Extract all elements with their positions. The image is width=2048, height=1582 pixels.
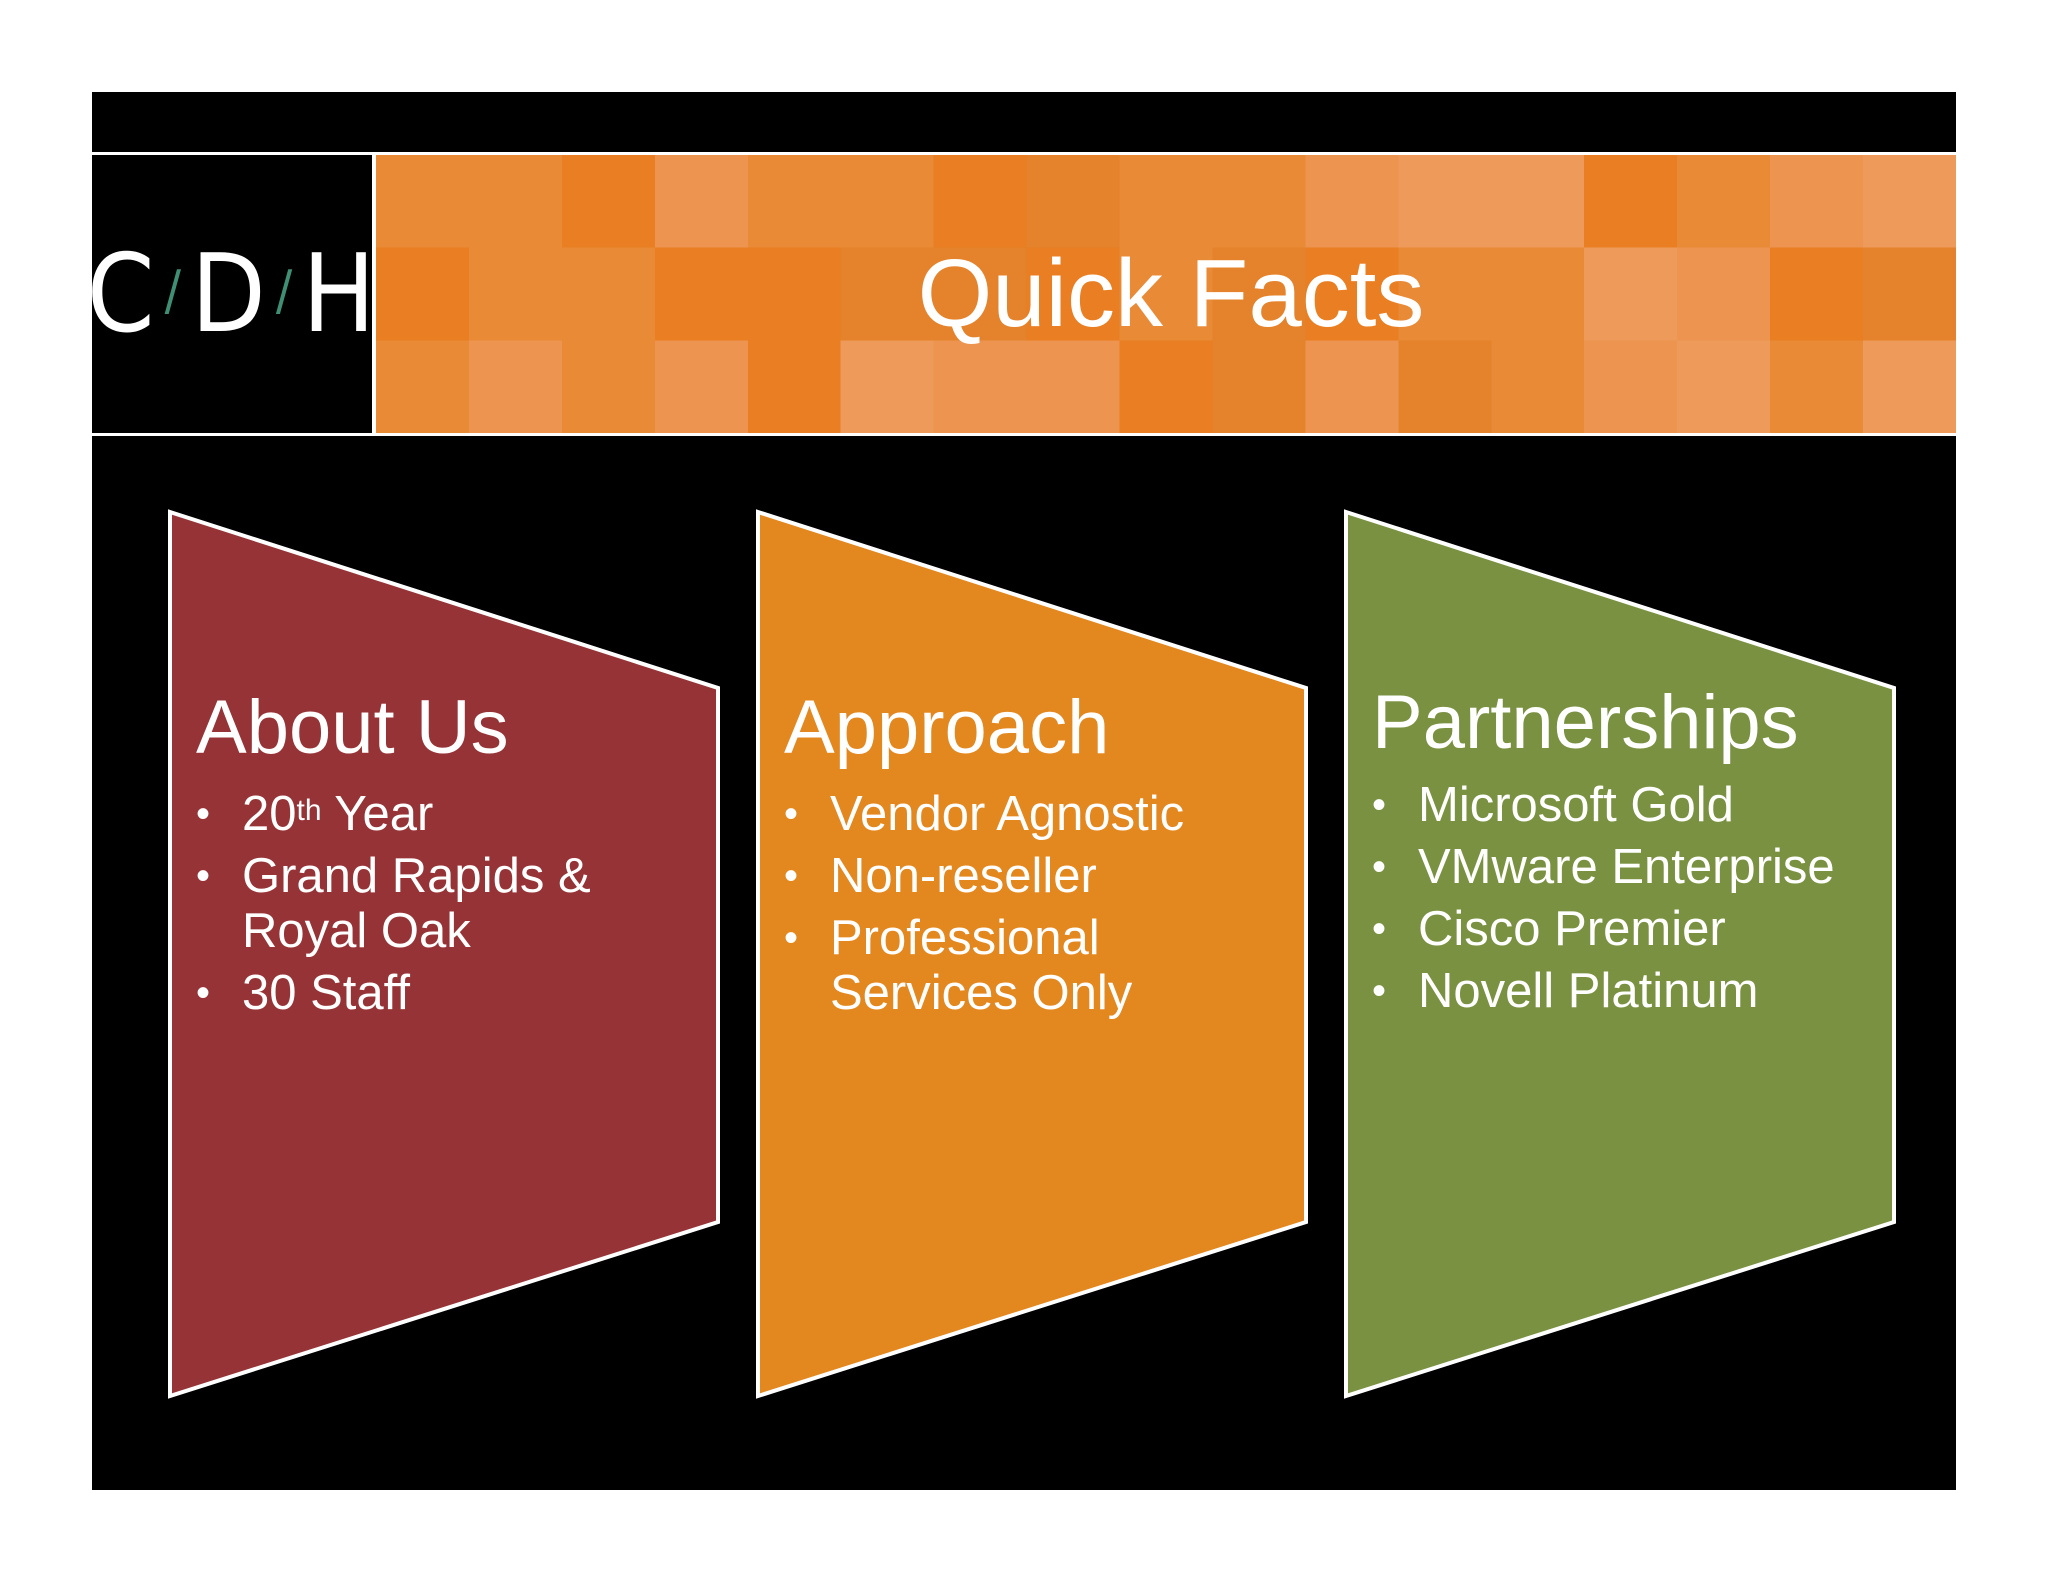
panel-partnerships: Partnerships Microsoft Gold VMware Enter…: [1372, 680, 1835, 1026]
banner-tile: [376, 247, 470, 342]
banner-tile: [747, 155, 842, 249]
title-banner: Quick Facts: [376, 155, 1956, 433]
list-item: Non-reseller: [784, 849, 1184, 904]
banner-tile: [1119, 155, 1214, 249]
banner-tile: [1212, 340, 1307, 433]
logo-box: C / D / H: [87, 155, 376, 433]
banner-tile: [840, 155, 935, 249]
header-top-rule: [92, 152, 1956, 155]
banner-tile: [1584, 155, 1679, 249]
banner-tile: [468, 155, 563, 249]
banner-tile: [468, 340, 563, 433]
logo-letter-h: H: [302, 231, 378, 357]
banner-tile: [561, 247, 656, 342]
banner-tile: [933, 247, 1028, 342]
logo-letter-c: C: [86, 231, 157, 357]
list-item: VMware Enterprise: [1372, 840, 1835, 895]
banner-tile: [1863, 155, 1956, 249]
panel-title: Partnerships: [1372, 680, 1799, 765]
banner-tile: [1491, 340, 1586, 433]
list-item: Microsoft Gold: [1372, 778, 1835, 833]
panel-approach: Approach Vendor Agnostic Non-reseller Pr…: [784, 685, 1184, 1028]
banner-tile: [1398, 155, 1493, 249]
panel-bullet-list: Vendor Agnostic Non-reseller Professiona…: [784, 787, 1184, 1021]
banner-tile: [468, 247, 563, 342]
list-item: Novell Platinum: [1372, 964, 1835, 1019]
banner-tile: [1212, 247, 1307, 342]
list-item: 30 Staff: [196, 966, 591, 1021]
banner-tile: [1677, 155, 1772, 249]
banner-tile: [1305, 247, 1400, 342]
banner-tile: [1026, 247, 1121, 342]
banner-tile: [933, 155, 1028, 249]
banner-tile: [1770, 155, 1864, 249]
cdh-logo: C / D / H: [87, 155, 376, 433]
banner-tile: [1398, 247, 1493, 342]
banner-tile: [747, 340, 842, 433]
banner-tile: [654, 247, 749, 342]
banner-tile: [654, 340, 749, 433]
panel-title: Approach: [784, 685, 1110, 770]
banner-tile: [376, 340, 470, 433]
banner-tile: [1770, 247, 1864, 342]
logo-letter-d: D: [190, 231, 268, 357]
banner-tile: [840, 340, 935, 433]
banner-tile: [933, 340, 1028, 433]
slide-title: Quick Facts: [917, 240, 1425, 347]
banner-tile: [561, 340, 656, 433]
banner-tile: [1584, 247, 1679, 342]
banner-tile: [1677, 247, 1772, 342]
banner-tile: [1305, 155, 1400, 249]
panel-about-us: About Us 20th Year Grand Rapids &Royal O…: [196, 685, 591, 1028]
banner-tile-pattern: [376, 155, 1956, 433]
banner-tile: [654, 155, 749, 249]
list-item: Grand Rapids &Royal Oak: [196, 849, 591, 959]
logo-separator: /: [164, 258, 183, 322]
banner-tile: [1398, 340, 1493, 433]
banner-tile: [1026, 340, 1121, 433]
panel-title: About Us: [196, 685, 509, 770]
panel-bullet-list: 20th Year Grand Rapids &Royal Oak 30 Sta…: [196, 787, 591, 1021]
banner-tile: [1863, 247, 1956, 342]
banner-tile: [1119, 247, 1214, 342]
slide-header: C / D / H Quick Facts: [87, 152, 1956, 436]
logo-separator: /: [275, 258, 295, 322]
banner-tile: [1212, 155, 1307, 249]
logo-divider: [372, 155, 376, 433]
banner-tile: [1026, 155, 1121, 249]
banner-tile: [840, 247, 935, 342]
banner-tile: [1119, 340, 1214, 433]
list-item: Cisco Premier: [1372, 902, 1835, 957]
banner-tile: [1677, 340, 1772, 433]
banner-tile: [1863, 340, 1956, 433]
header-bottom-rule: [92, 433, 1956, 436]
banner-tile: [561, 155, 656, 249]
banner-tile: [1584, 340, 1679, 433]
list-item: 20th Year: [196, 787, 591, 842]
banner-tile: [1491, 247, 1586, 342]
list-item: Vendor Agnostic: [784, 787, 1184, 842]
banner-tile: [1305, 340, 1400, 433]
banner-tile: [1491, 155, 1586, 249]
banner-tile: [1770, 340, 1864, 433]
panel-bullet-list: Microsoft Gold VMware Enterprise Cisco P…: [1372, 778, 1835, 1019]
banner-tile: [376, 155, 470, 249]
banner-tile: [747, 247, 842, 342]
